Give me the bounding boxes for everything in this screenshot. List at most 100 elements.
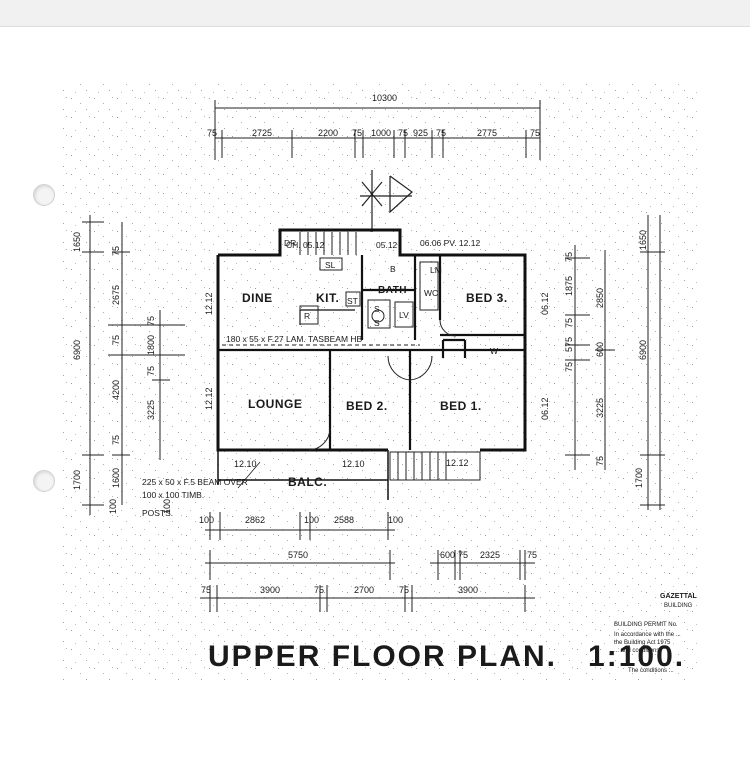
room-label-balc: BALC. — [288, 475, 327, 489]
dim-right-inner-3: 575 — [564, 337, 574, 352]
dim-bottom-r1-3: 2588 — [334, 515, 354, 525]
dim-left-inner-1: 2675 — [111, 285, 121, 305]
dim-bottom-r1-0: 100 — [199, 515, 214, 525]
dim-left-inner-3: 4200 — [111, 380, 121, 400]
fixture-st: ST — [347, 296, 358, 306]
dim-bottom-r3-5: 3900 — [458, 585, 478, 595]
dim-top-8: 2775 — [477, 128, 497, 138]
note-leader-line — [237, 461, 261, 489]
top-dimension-lines — [214, 100, 541, 160]
stair-bottom — [389, 451, 481, 481]
fixture-dr: DR — [284, 238, 296, 248]
right-dimension-lines — [565, 215, 665, 510]
dim-right-mid-2: 1700 — [634, 468, 644, 488]
stamp-line-4: In accordance with the ... — [614, 632, 681, 638]
stamp-line-5: the Building Act 1975 — [614, 640, 671, 646]
dim-right-mid-1: 600 — [595, 342, 605, 357]
fixture-lv: LV — [399, 310, 409, 320]
note-ch-pv: 06.06 PV. 12.12 — [420, 238, 480, 248]
dim-bottom-r2-right-1: 75 — [458, 550, 468, 560]
dim-right-inner-4: 75 — [564, 362, 574, 372]
dim-bottom-r3-4: 75 — [399, 585, 409, 595]
dim-bottom-r3-0: 75 — [201, 585, 211, 595]
wall-label-lounge-bottom: 12.10 — [234, 459, 257, 469]
fixture-s2: S — [374, 318, 380, 328]
dim-left-inner-5: 1600 — [111, 468, 121, 488]
room-label-bath: BATH — [378, 285, 407, 296]
dim-bottom-r3-1: 3900 — [260, 585, 280, 595]
fixture-s: S — [374, 304, 380, 314]
dim-bottom-r2-right-3: 75 — [527, 550, 537, 560]
fixture-boxes — [299, 257, 439, 329]
stamp-line-3: BUILDING PERMIT No. — [614, 622, 678, 628]
wall-label-lounge-side: 12.12 — [204, 387, 214, 410]
left-dimension-lines — [82, 215, 185, 515]
dim-left-inner-0: 75 — [111, 246, 121, 256]
dim-left-outer-1: 6900 — [72, 340, 82, 360]
dim-left-third-1: 3225 — [146, 400, 156, 420]
dim-right-inner-0: 75 — [564, 252, 574, 262]
dim-bottom-r3-3: 2700 — [354, 585, 374, 595]
dim-bottom-r3-2: 75 — [314, 585, 324, 595]
stair-top — [299, 232, 357, 255]
note-beam-bottom-3: POSTS. — [142, 508, 173, 518]
dim-right-inner-5: 3225 — [595, 398, 605, 418]
stamp-line-1: GAZETTAL — [660, 593, 698, 600]
dim-left-outer-2: 1700 — [72, 470, 82, 490]
dim-bottom-r2-right-2: 2325 — [480, 550, 500, 560]
wall-label-bed2-bottom: 12.10 — [342, 459, 365, 469]
approval-stamp: GAZETTAL BUILDING BUILDING PERMIT No. In… — [614, 593, 698, 674]
dim-right-inner-1: 1875 — [564, 276, 574, 296]
room-label-bed2: BED 2. — [346, 399, 388, 413]
room-label-kit: KIT. — [316, 291, 339, 305]
dim-right-outer-0: 1650 — [638, 230, 648, 250]
dim-bottom-r2-mid: 5750 — [288, 550, 308, 560]
note-beam-bottom-2: 100 x 100 TIMB. — [142, 490, 204, 500]
fixture-b: B — [390, 264, 396, 274]
room-label-lounge: LOUNGE — [248, 397, 302, 411]
dim-top-2: 2200 — [318, 128, 338, 138]
room-label-bed3: BED 3. — [466, 291, 508, 305]
interior-walls — [218, 255, 525, 450]
wall-label-bed3-side: 06.12 — [540, 292, 550, 315]
dim-left-bottom-1: 100 — [162, 499, 172, 514]
dim-bottom-r1-1: 2862 — [245, 515, 265, 525]
wall-label-bed1-side: 06.12 — [540, 397, 550, 420]
dim-top-7: 75 — [436, 128, 446, 138]
note-ch-bath: 05.12 — [376, 240, 398, 250]
stamp-line-6: ... and conditions — [614, 648, 659, 654]
dim-left-third-0: 75 — [146, 316, 156, 326]
room-label-dine: DINE — [242, 291, 273, 305]
note-beam-bottom-1: 225 x 50 x F.5 BEAM OVER — [142, 477, 248, 487]
dim-top-overall: 10300 — [372, 93, 397, 103]
viewer-top-bar — [0, 0, 750, 27]
note-ch-left: CH. 05.12 — [286, 240, 325, 250]
plan-title: UPPER FLOOR PLAN. 1:100. — [208, 640, 685, 673]
dim-left-outer-0: 1650 — [72, 232, 82, 252]
punch-hole-bottom — [33, 470, 55, 492]
dim-bottom-r2-right-0: 600 — [440, 550, 455, 560]
dim-bottom-r1-4: 100 — [388, 515, 403, 525]
fixture-sl: SL — [325, 260, 336, 270]
dim-left-third-2: 75 — [146, 366, 156, 376]
fixture-wc: WC — [424, 288, 438, 298]
door-swings — [307, 319, 457, 451]
dim-top-1: 2725 — [252, 128, 272, 138]
punch-hole-top — [33, 184, 55, 206]
dim-top-3: 75 — [352, 128, 362, 138]
fixture-w: W — [490, 346, 498, 356]
stamp-line-2: BUILDING — [664, 603, 693, 609]
dim-left-inner-2: 75 — [111, 335, 121, 345]
dim-top-4: 1000 — [371, 128, 391, 138]
north-arrow-icon — [360, 170, 413, 232]
dim-top-5: 75 — [398, 128, 408, 138]
dim-right-outer-1: 6900 — [638, 340, 648, 360]
wall-label-dine-side: 12.12 — [204, 292, 214, 315]
dim-bottom-r1-2: 100 — [304, 515, 319, 525]
bottom-dimension-lines — [200, 512, 535, 612]
fixture-r: R — [304, 311, 310, 321]
note-beam-top: 180 x 55 x F.27 LAM. TASBEAM HB — [226, 334, 363, 344]
dim-left-bottom-0: 100 — [108, 499, 118, 514]
dim-top-6: 925 — [413, 128, 428, 138]
